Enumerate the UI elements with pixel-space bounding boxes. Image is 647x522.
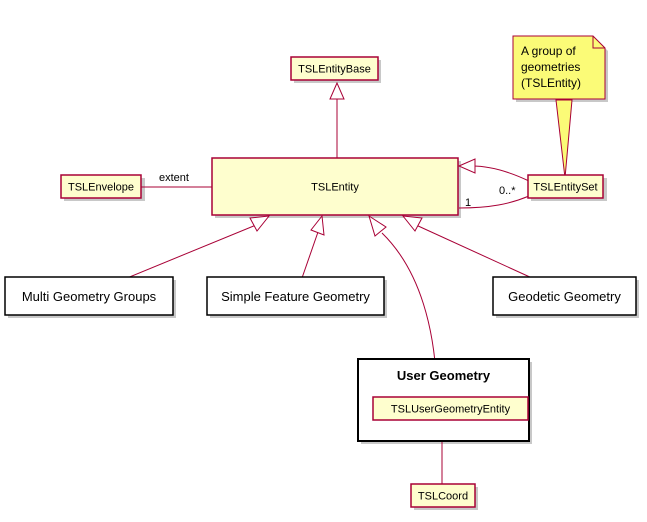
label-multiplicity-one: 1 (465, 197, 471, 209)
class-tslentity-label: TSLEntity (311, 182, 359, 194)
inherit-arrowhead (457, 158, 476, 174)
label-extent: extent (159, 172, 189, 184)
note-line-1: A group of (521, 44, 576, 58)
shadows (8, 39, 639, 510)
inherit-simple-feature-line (301, 231, 319, 279)
inherit-arrowhead (329, 81, 345, 100)
inherit-entity-set-line (471, 165, 530, 182)
class-tslentitybase-label: TSLEntityBase (298, 64, 371, 76)
inherit-arrowhead (368, 214, 387, 237)
class-tslusergeometryentity-label: TSLUserGeometryEntity (391, 404, 511, 416)
class-tslentity[interactable]: TSLEntity (211, 157, 459, 216)
class-tslcoord[interactable]: TSLCoord (410, 483, 476, 508)
class-tslentityset[interactable]: TSLEntitySet (527, 174, 604, 199)
inherit-multi-geometry-line (126, 224, 257, 279)
inherit-arrowhead (249, 215, 271, 232)
group-simple-feature[interactable]: Simple Feature Geometry (206, 276, 385, 316)
class-tslenvelope[interactable]: TSLEnvelope (60, 174, 142, 199)
group-geodetic[interactable]: Geodetic Geometry (492, 276, 637, 316)
note-line-2: geometries (521, 60, 580, 74)
inherit-arrowhead (401, 215, 423, 232)
group-geodetic-label: Geodetic Geometry (508, 289, 621, 304)
note: A group of geometries (TSLEntity) (512, 35, 606, 100)
inherit-geodetic-line (415, 224, 533, 279)
label-multiplicity-many: 0..* (499, 185, 516, 197)
class-tslentityset-label: TSLEntitySet (533, 182, 597, 194)
association-entity-set-line (458, 195, 530, 209)
inherit-arrowhead (310, 214, 325, 236)
group-simple-feature-label: Simple Feature Geometry (221, 289, 370, 304)
note-line-3: (TSLEntity) (521, 76, 581, 90)
note-anchor (555, 99, 573, 179)
class-tslusergeometryentity[interactable]: TSLUserGeometryEntity (372, 396, 529, 421)
group-multi-geometry-label: Multi Geometry Groups (22, 289, 157, 304)
class-tslcoord-label: TSLCoord (418, 491, 468, 503)
class-tslentitybase[interactable]: TSLEntityBase (290, 56, 379, 81)
package-user-geometry-title: User Geometry (397, 368, 491, 383)
class-tslenvelope-label: TSLEnvelope (68, 182, 134, 194)
group-multi-geometry[interactable]: Multi Geometry Groups (4, 276, 174, 316)
